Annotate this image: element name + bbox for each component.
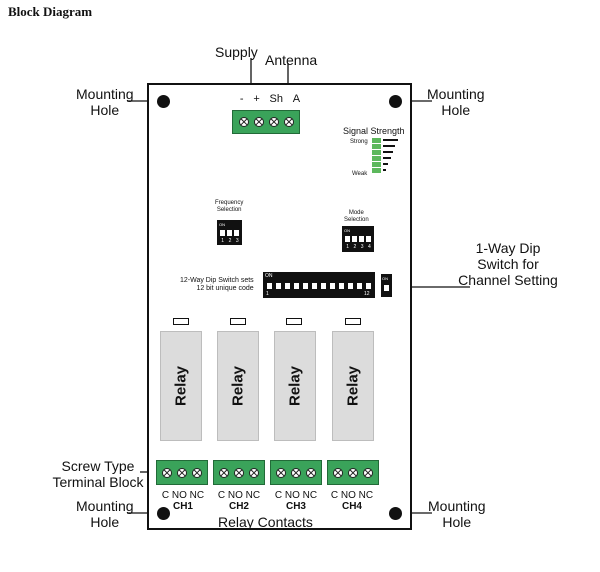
screw-icon (268, 117, 279, 127)
screw-icon (253, 117, 264, 127)
screw-icon (362, 467, 373, 478)
screw-icon (248, 467, 259, 478)
signal-strength-meter-icon (372, 138, 398, 173)
twelve-way-dip-switch: ON 1 12 (263, 272, 375, 298)
mounting-hole-bl (157, 507, 170, 520)
ch3-terminal-block (270, 460, 322, 485)
signal-weak-label: Weak (352, 171, 368, 177)
signal-strong-label: Strong (350, 139, 368, 145)
ch2-terminal-block (213, 460, 265, 485)
screw-icon (162, 467, 173, 478)
relay-led-3 (286, 318, 302, 325)
relay-2: Relay (217, 331, 259, 441)
mounting-hole-br (389, 507, 402, 520)
screw-icon (290, 467, 301, 478)
screw-icon (238, 117, 249, 127)
screw-icon (283, 117, 294, 127)
screw-icon (176, 467, 187, 478)
relay-contacts-label: Relay Contacts (218, 514, 313, 530)
screw-icon (333, 467, 344, 478)
relay-4: Relay (332, 331, 374, 441)
mounting-hole-tl (157, 95, 170, 108)
terminal-minus: - (239, 93, 244, 105)
screw-icon (276, 467, 287, 478)
page-title: Block Diagram (8, 4, 93, 19)
relay-led-2 (230, 318, 246, 325)
terminal-a: A (292, 93, 301, 105)
relay-led-1 (173, 318, 189, 325)
screw-icon (347, 467, 358, 478)
supply-antenna-terminal-block (232, 110, 300, 134)
antenna-label: Antenna (265, 52, 318, 68)
ch1-terminal-block (156, 460, 208, 485)
relay-3: Relay (274, 331, 316, 441)
terminal-sh: Sh (269, 93, 283, 105)
screw-icon (219, 467, 230, 478)
screw-icon (191, 467, 202, 478)
screw-icon (233, 467, 244, 478)
supply-label: Supply (215, 44, 258, 60)
relay-1: Relay (160, 331, 202, 441)
one-way-dip-switch: ON (381, 274, 392, 297)
ch4-terminal-block (327, 460, 379, 485)
circuit-board (147, 83, 412, 530)
relay-led-4 (345, 318, 361, 325)
mounting-hole-tr (389, 95, 402, 108)
supply-terminal-labels: - + Sh A (235, 93, 305, 105)
terminal-plus: + (253, 93, 260, 105)
signal-strength-label: Signal Strength (343, 126, 405, 136)
screw-icon (305, 467, 316, 478)
